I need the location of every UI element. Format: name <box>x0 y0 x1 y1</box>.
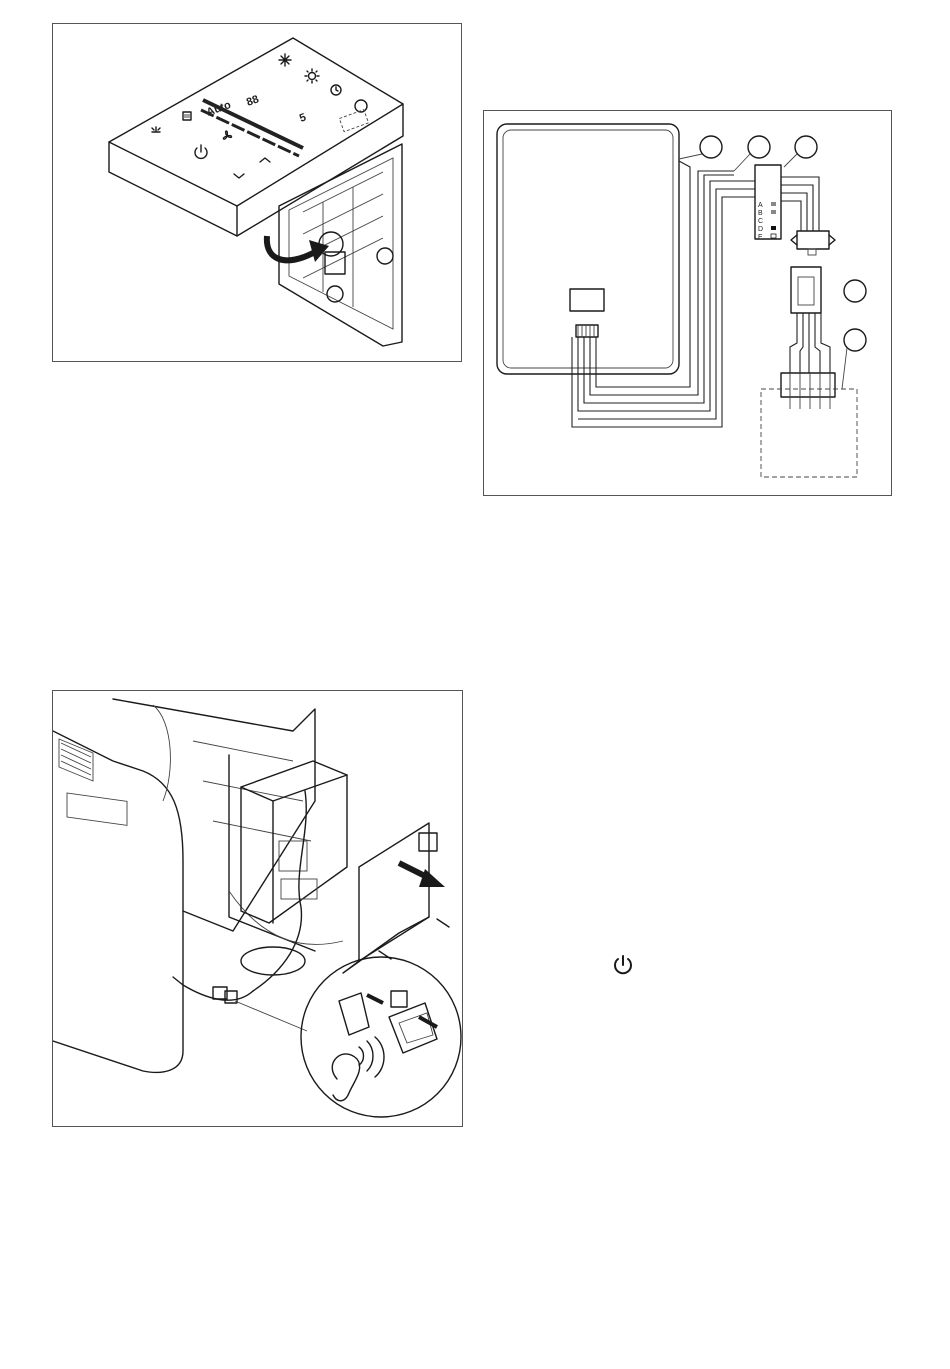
unit-chassis <box>113 699 343 975</box>
fan-icon <box>223 131 231 139</box>
wiring-diagram: A B C D E <box>484 111 893 497</box>
up-arrow-icon <box>260 158 270 162</box>
click-sound-icon <box>359 1037 384 1077</box>
snowflake-icon <box>279 54 291 66</box>
control-panel-mounting-figure: 88 5 Auto <box>52 23 462 362</box>
power-icon <box>611 953 635 977</box>
wiring-diagram-figure: A B C D E <box>483 110 892 496</box>
terminal-a: A <box>758 202 763 209</box>
ear-icon <box>332 1054 359 1101</box>
terminal-block: A B C D E <box>755 165 781 241</box>
terminal-e: E <box>758 234 763 241</box>
terminal-b: B <box>758 210 763 217</box>
terminal-c: C <box>758 218 763 225</box>
timer-icon <box>331 85 341 95</box>
power-icon <box>195 145 207 158</box>
level-bars <box>201 100 303 156</box>
unit-connection-illustration <box>53 691 464 1128</box>
display-digits: 88 <box>245 93 261 108</box>
callout-circles <box>679 136 866 389</box>
down-arrow-icon <box>234 174 244 178</box>
menu-icon <box>183 112 191 120</box>
indoor-unit-body <box>53 731 183 1072</box>
auto-icon <box>355 100 367 112</box>
removal-arrow-icon <box>399 863 445 887</box>
sun-icon <box>305 69 319 83</box>
connector-plug <box>791 267 821 313</box>
light-icon <box>152 127 160 132</box>
connection-cable <box>173 977 253 1003</box>
connector-detail-callout <box>235 957 461 1117</box>
control-box <box>241 761 347 991</box>
terminal-strip <box>761 373 857 477</box>
display-decimal: 5 <box>298 111 308 124</box>
terminal-d: D <box>758 226 763 233</box>
control-device-outline <box>497 124 679 374</box>
unit-connection-figure <box>52 690 463 1127</box>
control-panel-illustration: 88 5 Auto <box>53 24 463 363</box>
side-cover-panel <box>343 823 437 973</box>
connector-top <box>791 231 835 255</box>
